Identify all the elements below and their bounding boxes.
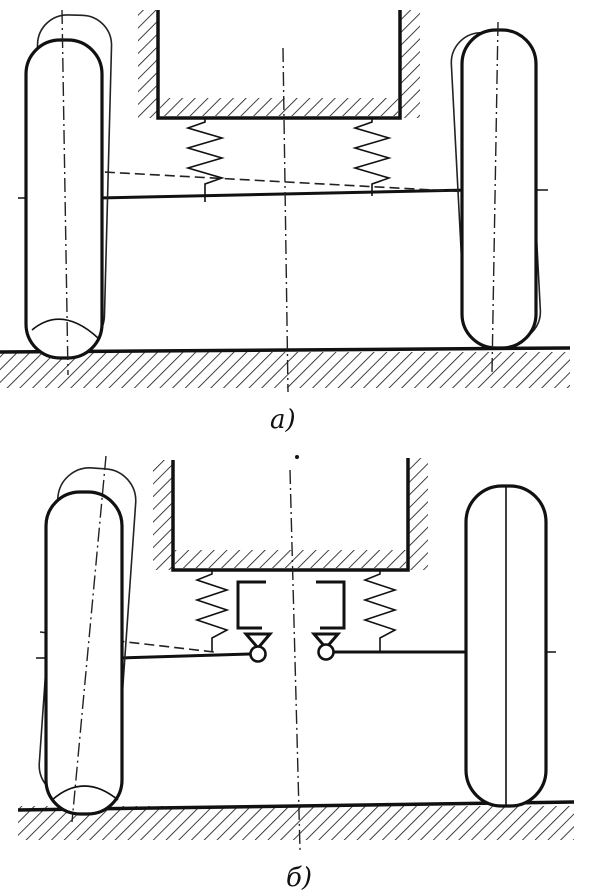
panel-b: б) <box>17 455 575 893</box>
wheel-left-b <box>38 455 137 823</box>
spring-right-b <box>362 570 398 652</box>
centerline-dot-b <box>295 455 299 459</box>
wheel-right-a <box>450 21 542 373</box>
axle-tilted-a <box>29 167 471 193</box>
pivot-left-b <box>236 580 274 663</box>
vehicle-body-a <box>138 10 420 120</box>
centerline-b <box>289 469 301 851</box>
spring-right-a <box>352 118 392 196</box>
pivot-right-b <box>310 580 346 661</box>
wheel-left-a <box>24 9 113 376</box>
ground-a <box>0 346 571 388</box>
spring-left-b <box>194 570 230 652</box>
axle-solid-a <box>97 188 469 200</box>
vehicle-body-b <box>153 458 428 572</box>
ground-b <box>17 800 575 840</box>
half-axle-left-b <box>119 652 251 660</box>
wheel-right-b <box>464 484 548 808</box>
caption-a: а) <box>270 405 296 435</box>
centerline-a <box>282 47 289 393</box>
panel-a: а) <box>0 9 571 435</box>
caption-b: б) <box>286 863 312 893</box>
spring-left-a <box>185 118 225 202</box>
